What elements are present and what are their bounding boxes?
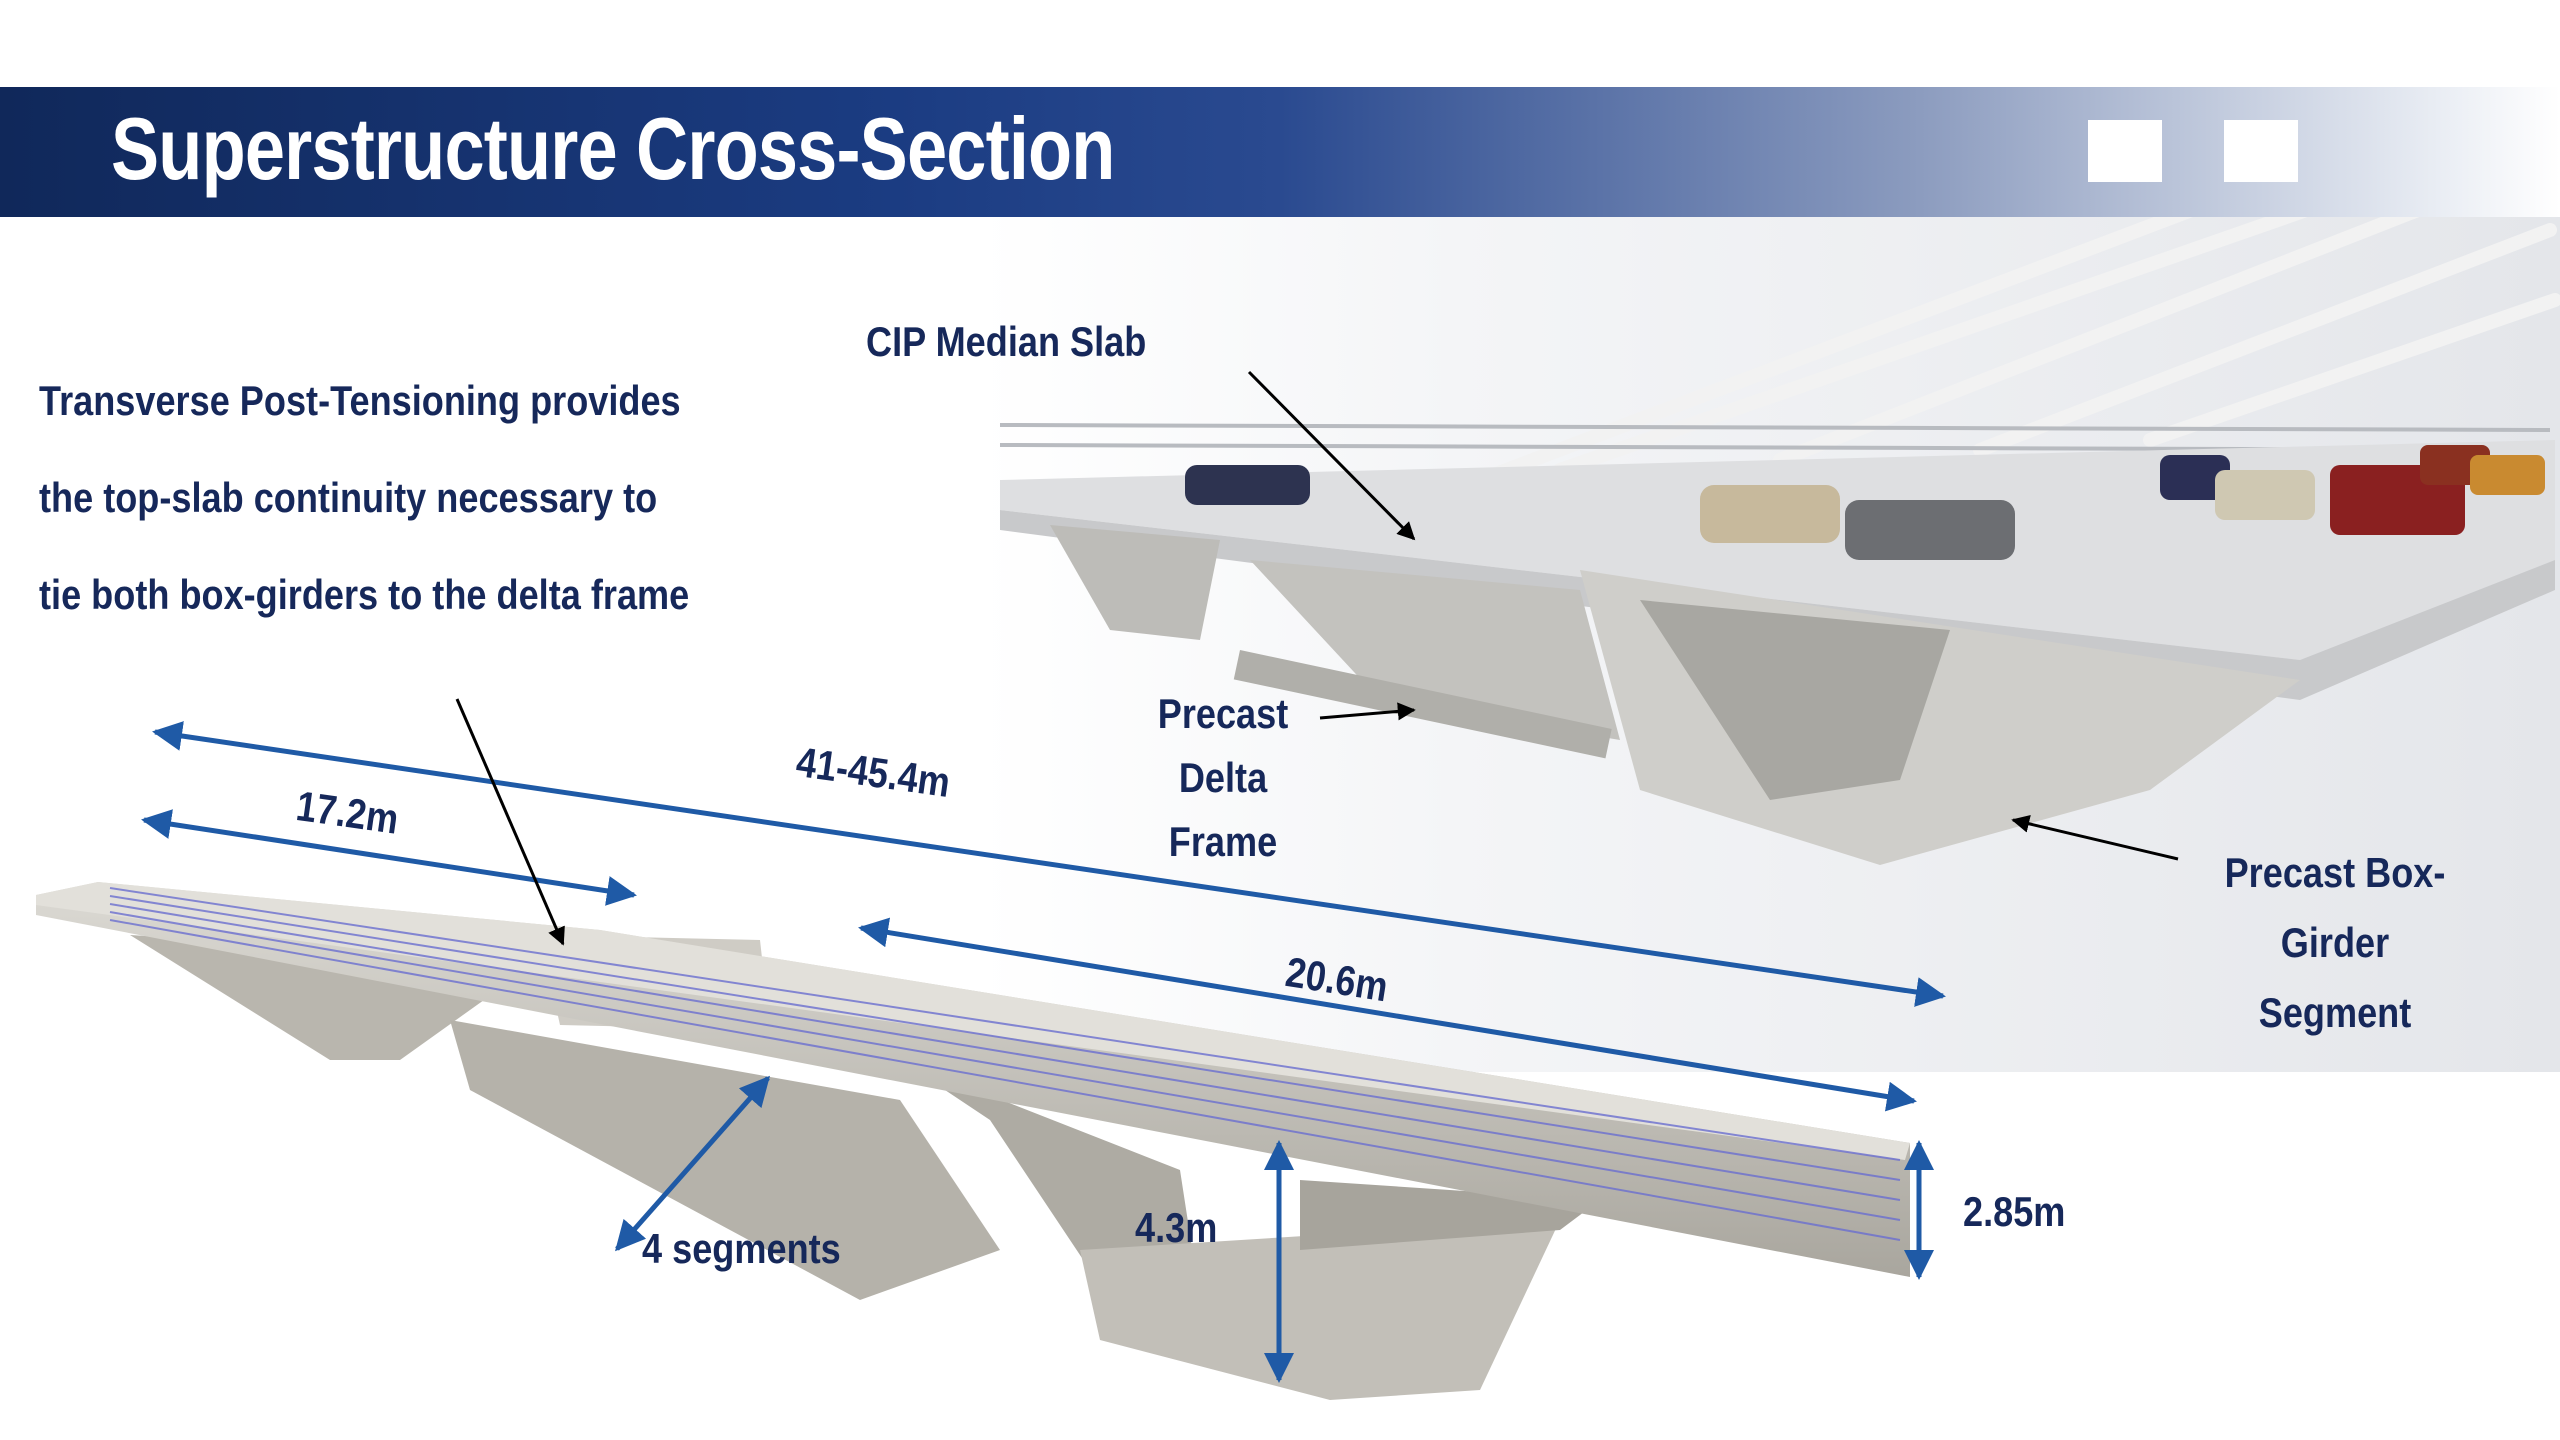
girder-width-arrow — [858, 917, 1917, 1112]
precast-delta-frame-label: Precast Delta Frame — [1137, 682, 1309, 874]
delta-frame-pointer — [1319, 702, 1416, 721]
post-tensioning-description: Transverse Post-Tensioning provides the … — [39, 352, 689, 643]
label-line: Precast Box- — [2224, 849, 2446, 896]
page-title: Superstructure Cross-Section — [111, 99, 1115, 198]
precast-box-girder-label: Precast Box- Girder Segment — [2206, 838, 2464, 1048]
center-depth-label: 4.3m — [1135, 1204, 1218, 1251]
label-line: Girder — [2280, 919, 2390, 966]
box-girder-pointer — [2011, 814, 2179, 861]
label-line: Precast — [1157, 690, 1289, 737]
description-line: Transverse Post-Tensioning provides — [39, 377, 681, 424]
description-line: the top-slab continuity necessary to — [39, 474, 658, 521]
cip-slab-pointer — [1247, 370, 1416, 541]
post-tensioning-pointer — [455, 698, 565, 946]
decorative-square — [2088, 120, 2162, 182]
half-width-arrow — [141, 809, 637, 906]
segments-label: 4 segments — [642, 1225, 841, 1272]
description-line: tie both box-girders to the delta frame — [39, 571, 690, 618]
label-line: Segment — [2258, 989, 2412, 1036]
label-line: Delta — [1178, 754, 1268, 801]
edge-depth-label: 2.85m — [1963, 1188, 2066, 1235]
cip-median-slab-label: CIP Median Slab — [866, 318, 1147, 365]
segments-arrow — [615, 1075, 770, 1252]
bridge-render — [980, 143, 2560, 1072]
decorative-square — [2224, 120, 2298, 182]
label-line: Frame — [1168, 818, 1278, 865]
